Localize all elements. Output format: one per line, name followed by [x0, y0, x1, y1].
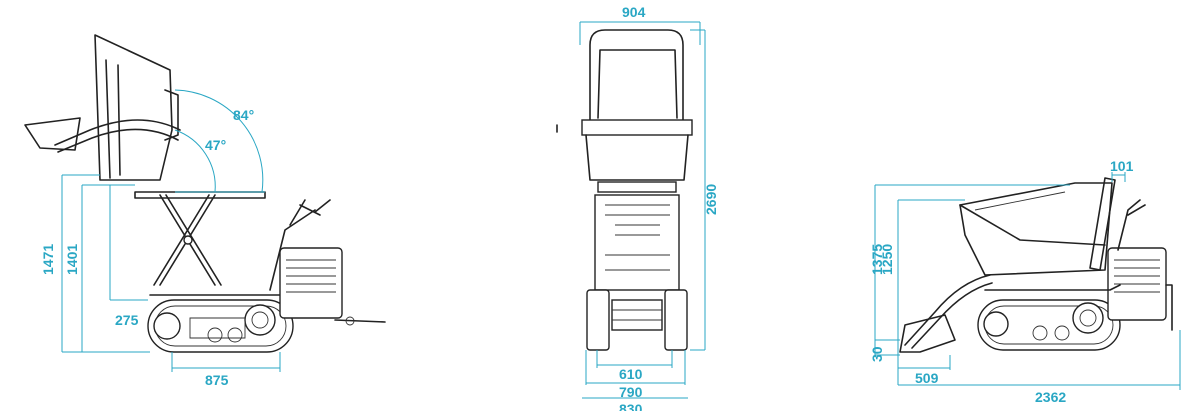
- side-view-raised: [24, 34, 386, 353]
- engine-housing-left: [279, 247, 343, 319]
- dim-790: 790: [619, 384, 643, 400]
- dim-101: 101: [1110, 158, 1134, 174]
- front-body: [594, 194, 680, 291]
- dim-1471: 1471: [40, 244, 56, 275]
- front-track-left: [586, 289, 610, 351]
- dim-angle-84: 84°: [233, 107, 254, 123]
- dim-1375: 1375: [869, 244, 885, 275]
- dim-2690: 2690: [703, 184, 719, 215]
- dim-1401: 1401: [64, 244, 80, 275]
- dim-509: 509: [915, 370, 939, 386]
- dim-904: 904: [622, 4, 646, 20]
- dim-1250: 1250: [879, 244, 895, 275]
- right-dimensions: 101 1375 1250 30 509 2362: [869, 158, 1181, 405]
- angle-arc-inner: [174, 129, 216, 193]
- left-dimensions: 84° 47° 1471 1401 275 875: [40, 107, 281, 388]
- track-right: [977, 299, 1121, 351]
- angle-arc-outer: [174, 89, 264, 193]
- middle-dimensions: 904 2690 610 790 830: [579, 4, 719, 411]
- track-left: [147, 299, 294, 353]
- dim-610: 610: [619, 366, 643, 382]
- front-hopper-lip: [581, 119, 693, 136]
- front-view: [556, 29, 693, 351]
- dim-angle-47: 47°: [205, 137, 226, 153]
- dim-830: 830: [619, 401, 643, 411]
- side-view-lowered: [899, 177, 1173, 353]
- front-track-right: [664, 289, 688, 351]
- dim-275: 275: [115, 312, 139, 328]
- dim-875: 875: [205, 372, 229, 388]
- dim-30: 30: [869, 346, 885, 362]
- dim-2362: 2362: [1035, 389, 1066, 405]
